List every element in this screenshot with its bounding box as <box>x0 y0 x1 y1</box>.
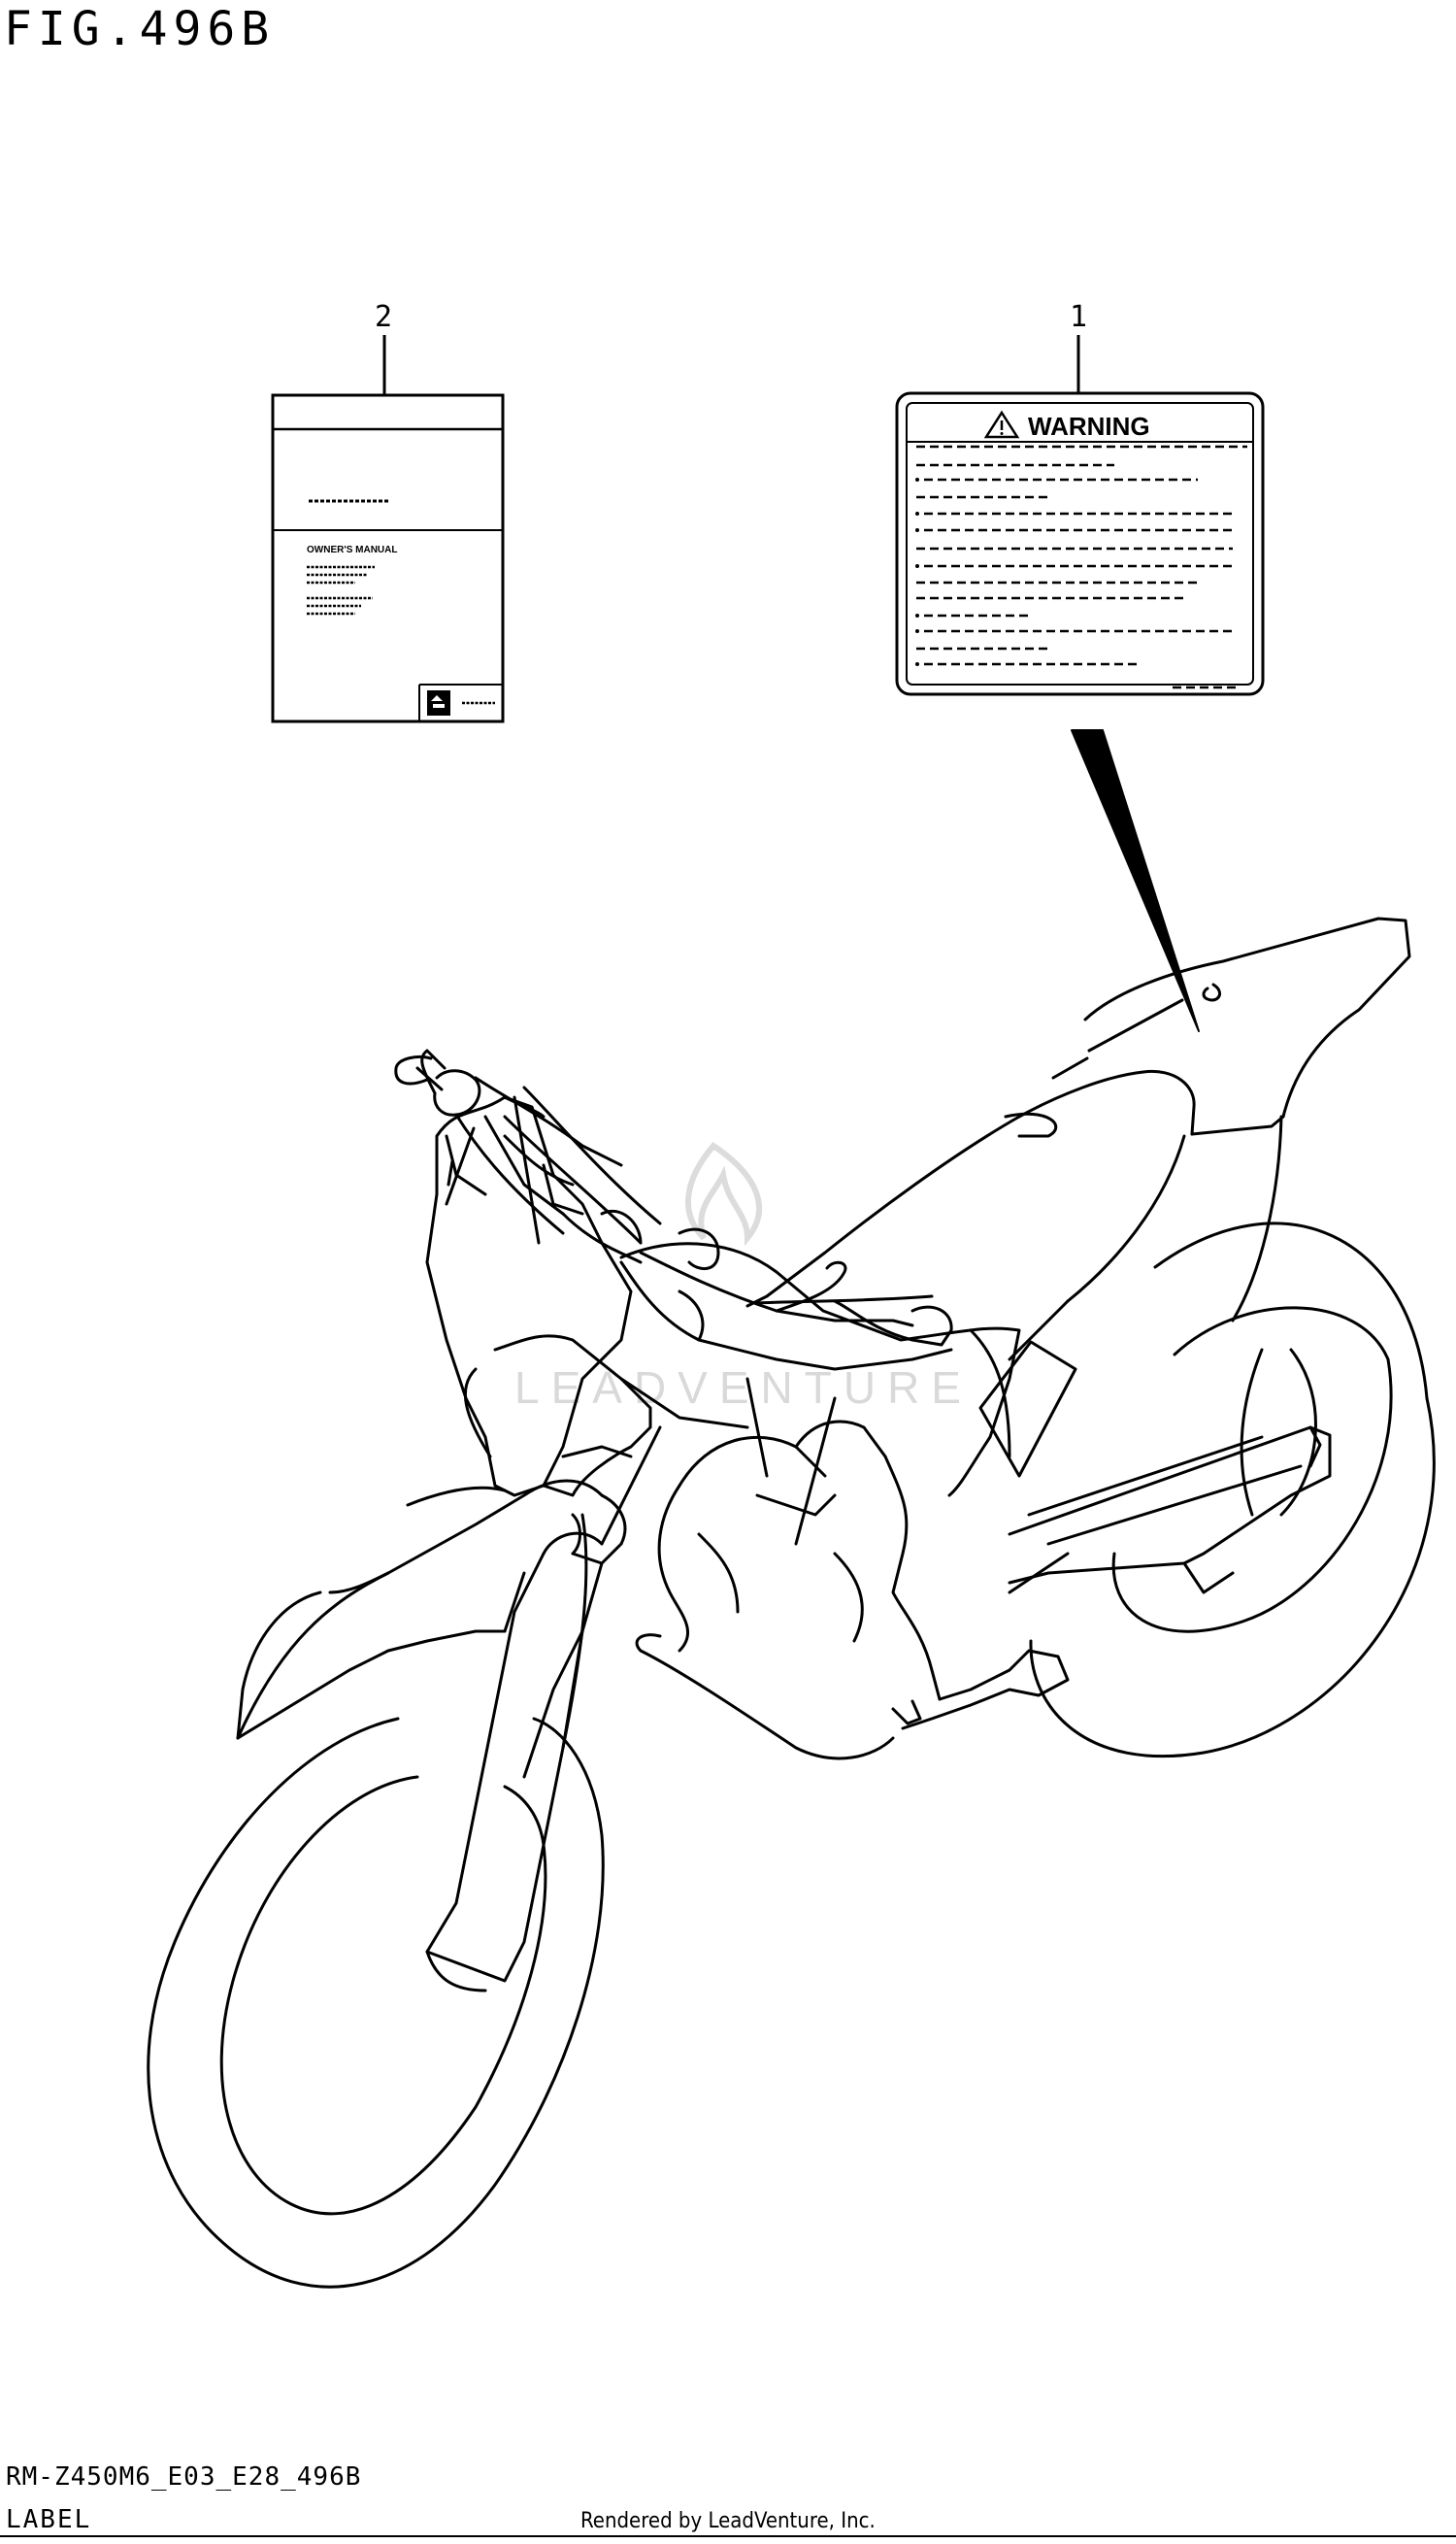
part-1-warning-label[interactable]: 1 WARNING <box>895 300 1265 696</box>
side-panel <box>978 1056 1089 1478</box>
engine <box>635 1420 1070 1760</box>
callout-number-2: 2 <box>375 300 392 334</box>
front-forks <box>425 1425 662 1992</box>
watermark-flame-icon <box>685 1142 763 1247</box>
watermark-text: LEADVENTURE <box>514 1362 973 1413</box>
rendered-by-credit: Rendered by LeadVenture, Inc. <box>580 2509 876 2533</box>
rear-wheel <box>1029 1222 1436 1758</box>
swingarm <box>1008 1425 1332 1594</box>
warning-triangle-icon <box>983 410 1020 439</box>
manual-text-lines <box>307 565 375 616</box>
warning-bullets <box>915 478 919 666</box>
callout-number-1: 1 <box>1070 300 1087 334</box>
suzuki-logo-icon <box>427 690 450 716</box>
warning-heading: WARNING <box>1028 412 1150 441</box>
handlebar-cockpit <box>394 1049 953 1497</box>
diagram-caption: LABEL <box>6 2505 92 2534</box>
diagram-code: RM-Z450M6_E03_E28_496B <box>6 2462 362 2492</box>
figure-title: FIG.496B <box>4 2 276 56</box>
rear-fender-seat <box>745 917 1411 1322</box>
front-fender <box>236 1479 604 1740</box>
part-2-owners-manual[interactable]: 2 OWNER'S MANUAL <box>271 300 505 723</box>
watermark: LEADVENTURE <box>514 1142 973 1413</box>
manual-cover <box>271 393 505 723</box>
warning-label-outer <box>895 391 1265 696</box>
label-pointer <box>1071 729 1200 1032</box>
warning-text-lines <box>916 445 1247 689</box>
front-wheel <box>147 1717 605 2289</box>
radiator-shroud <box>463 1334 749 1497</box>
manual-title-text: OWNER'S MANUAL <box>307 545 397 555</box>
warning-label-inner <box>906 402 1254 686</box>
motorcycle-drawing <box>147 917 1436 2289</box>
